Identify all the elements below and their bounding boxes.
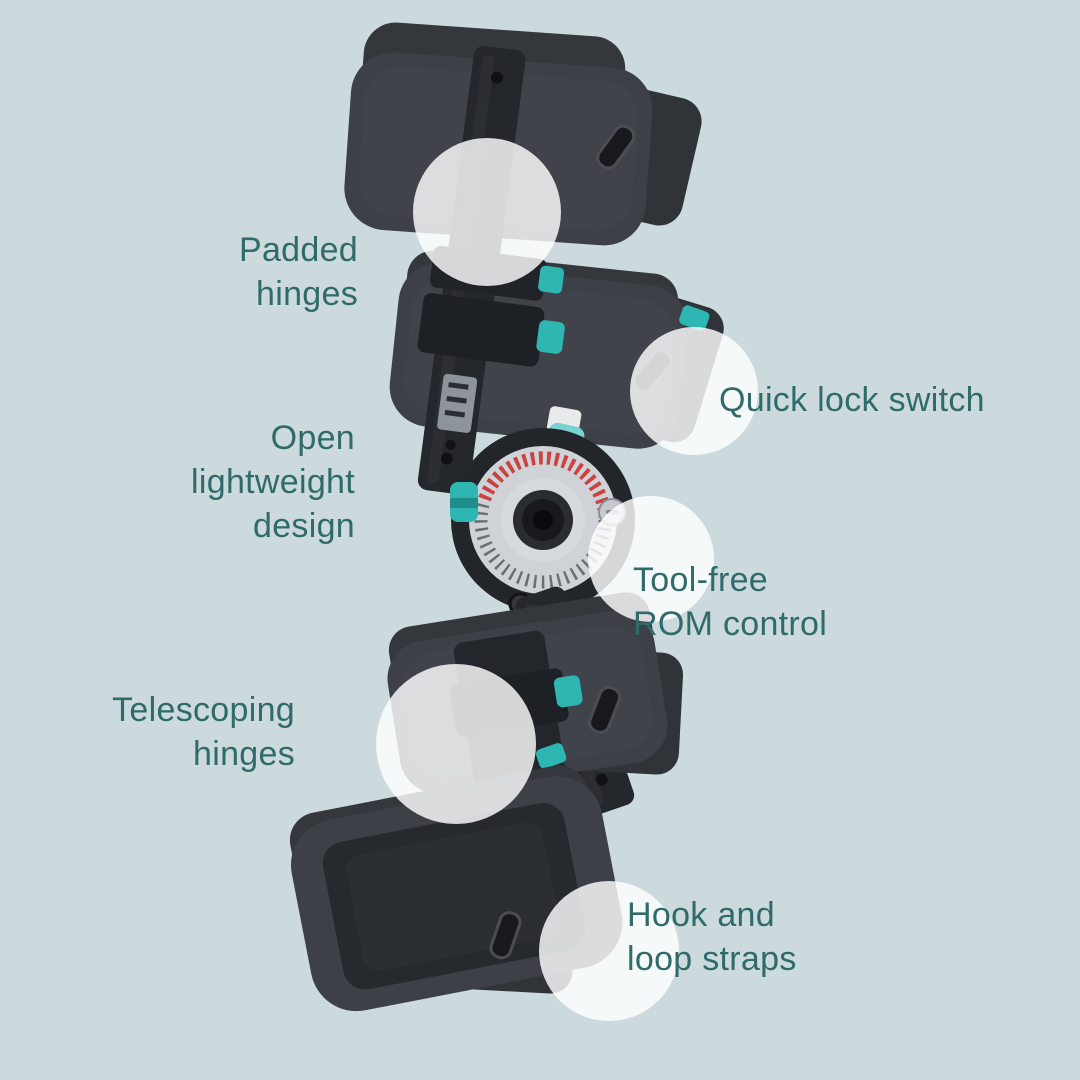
label-tool-free-rom-control-line1: Tool-free (633, 561, 768, 599)
label-hook-and-loop-straps-line2: loop straps (627, 940, 797, 978)
label-telescoping-hinges-line1: Telescoping (112, 691, 295, 729)
label-padded-hinges-line2: hinges (256, 275, 358, 313)
highlight-circle-padded-hinges (413, 138, 561, 286)
label-quick-lock-switch-line1: Quick lock switch (719, 381, 985, 419)
label-quick-lock-switch: Quick lock switch (719, 378, 1039, 422)
label-padded-hinges: Padded hinges (140, 228, 358, 316)
brace-rom-dial (450, 406, 635, 622)
label-hook-and-loop-straps-line1: Hook and (627, 896, 775, 934)
highlight-circle-hook-loop (539, 881, 679, 1021)
label-open-lightweight-design: Open lightweight design (110, 416, 355, 548)
label-padded-hinges-line1: Padded (238, 231, 358, 269)
label-open-lightweight-design-line1: Open (270, 419, 355, 457)
label-telescoping-hinges: Telescoping hinges (85, 688, 295, 776)
label-tool-free-rom-control-line2: ROM control (633, 605, 828, 643)
label-telescoping-hinges-line2: hinges (193, 735, 295, 773)
highlight-circle-telescoping (376, 664, 536, 824)
label-open-lightweight-design-line2: lightweight (191, 463, 355, 501)
highlight-circle-quick-lock (630, 327, 758, 455)
label-hook-and-loop-straps: Hook and loop straps (627, 893, 887, 981)
label-tool-free-rom-control: Tool-free ROM control (633, 558, 893, 646)
label-open-lightweight-design-line3: design (253, 507, 355, 545)
highlight-circle-rom-control (588, 496, 714, 622)
